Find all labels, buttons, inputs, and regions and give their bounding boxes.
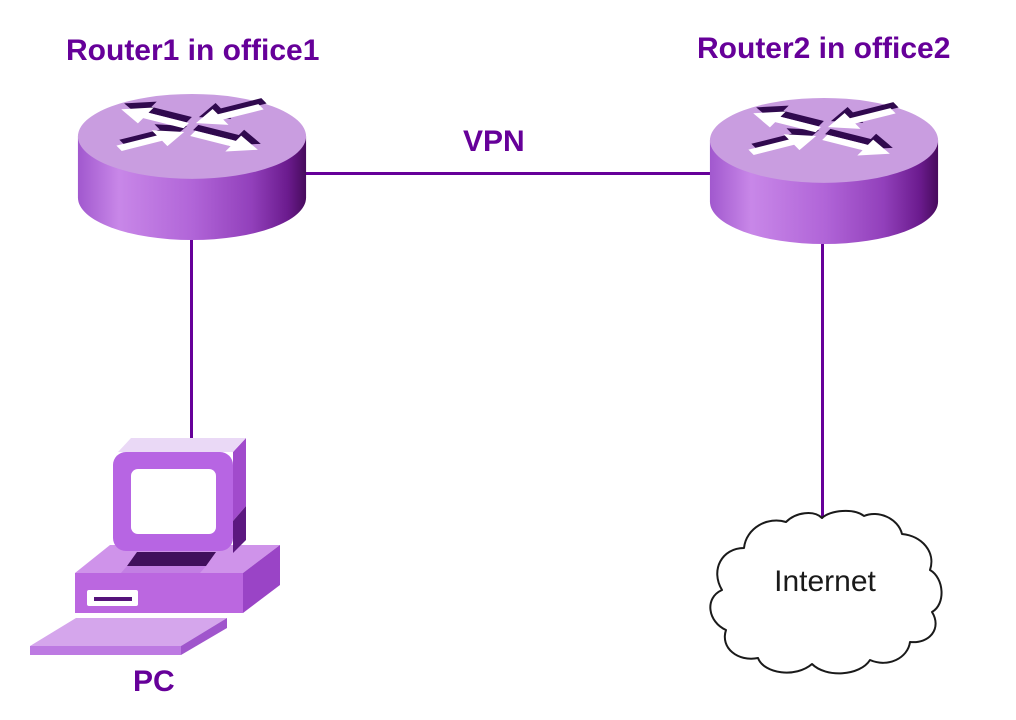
internet-label: Internet [774,565,876,598]
vpn-edge-label: VPN [463,125,525,158]
router1-node [74,92,310,242]
router2-node [706,96,942,246]
internet-cloud-node [709,510,943,675]
pc-label: PC [133,665,175,698]
pc-router1-line [190,240,193,438]
monitor-screen [131,469,216,534]
keyboard [30,618,227,646]
router1-label: Router1 in office1 [66,34,320,67]
cloud-icon [709,510,943,675]
router2-internet-line [821,244,824,520]
router-icon [78,93,306,240]
vpn-link-line [306,172,712,175]
router-icon [710,97,938,244]
router2-label: Router2 in office2 [697,32,951,65]
pc-node [30,438,280,655]
pc-icon [30,438,280,655]
